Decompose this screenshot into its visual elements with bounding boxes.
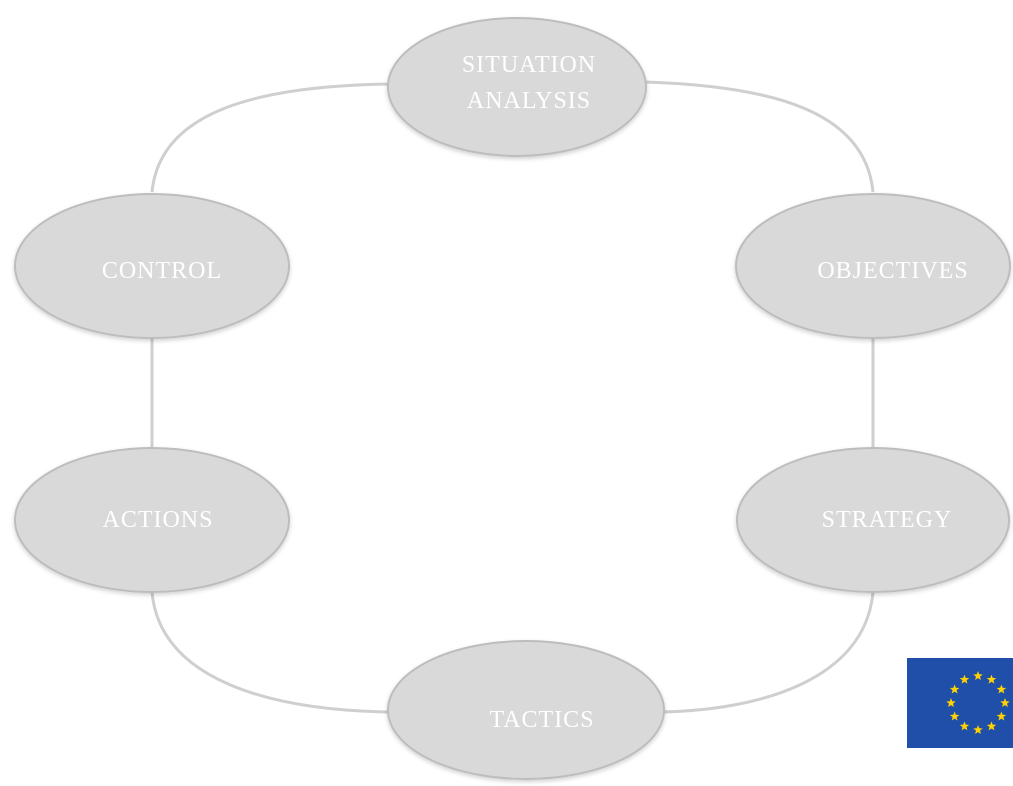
flag-star-icon	[959, 674, 970, 684]
flag-star-icon	[986, 721, 997, 731]
node-strategy-label: STRATEGY	[822, 507, 953, 533]
flag-star-icon	[949, 684, 960, 694]
flag-star-icon	[959, 721, 970, 731]
flag-star-icon	[996, 684, 1007, 694]
connector-actions-tactics	[150, 591, 389, 714]
node-objectives: OBJECTIVES	[735, 193, 1011, 339]
node-situation-analysis-label-line1: SITUATION	[462, 52, 596, 78]
node-situation-analysis-label-line2: ANALYSIS	[467, 88, 591, 114]
node-control: CONTROL	[14, 193, 290, 339]
flag-star-icon	[973, 671, 983, 681]
node-strategy: STRATEGY	[736, 447, 1010, 593]
flag-star-icon	[946, 698, 956, 708]
node-objectives-label: OBJECTIVES	[817, 258, 968, 284]
node-actions-label: ACTIONS	[102, 507, 213, 533]
flag-star-icon	[973, 725, 983, 735]
eu-flag-icon	[907, 658, 1013, 748]
flag-star-icon	[996, 711, 1007, 721]
flag-star-icon	[986, 674, 997, 684]
connector-situation-objectives	[644, 80, 875, 193]
node-tactics-label: TACTICS	[489, 707, 594, 733]
node-actions: ACTIONS	[14, 447, 290, 593]
flag-star-icon	[1000, 698, 1010, 708]
connector-strategy-tactics	[661, 591, 875, 714]
node-control-label: CONTROL	[102, 258, 222, 284]
connector-situation-control	[150, 82, 391, 193]
flag-star-icon	[949, 711, 960, 721]
node-situation-analysis: SITUATION ANALYSIS	[387, 17, 647, 157]
node-tactics: TACTICS	[387, 640, 665, 780]
